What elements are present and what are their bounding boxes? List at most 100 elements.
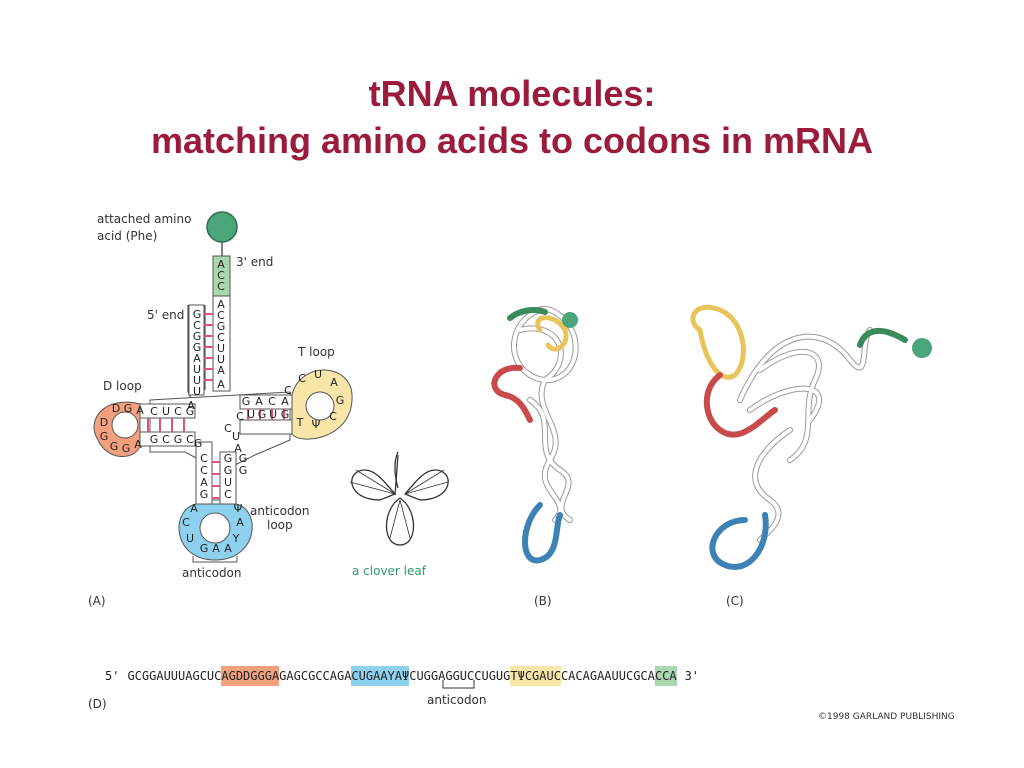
svg-text:G: G	[122, 442, 131, 455]
svg-text:G: G	[186, 405, 195, 418]
title-line-2: matching amino acids to codons in mRNA	[150, 120, 874, 161]
svg-text:A: A	[212, 542, 220, 555]
panel-b-label: (B)	[534, 594, 552, 608]
svg-text:C: C	[329, 410, 337, 423]
svg-text:A: A	[224, 542, 232, 555]
svg-text:C: C	[224, 488, 232, 501]
svg-text:G: G	[200, 542, 209, 555]
amino-acid-sphere	[206, 211, 238, 243]
svg-text:G: G	[242, 395, 251, 408]
five-prime-end-label: 5' end	[147, 308, 185, 322]
svg-text:C: C	[217, 269, 225, 282]
svg-text:A: A	[217, 258, 225, 271]
svg-text:U: U	[193, 363, 201, 376]
svg-text:G: G	[224, 464, 233, 477]
seq-segment-acceptor: CCA	[654, 666, 677, 686]
seq-segment: CACAGAAUUCGCA	[560, 669, 655, 683]
svg-text:C: C	[217, 309, 225, 322]
svg-text:D: D	[100, 416, 108, 429]
seq-segment: CUGGAGGUCCUGUG	[409, 669, 511, 683]
svg-text:G: G	[124, 402, 133, 415]
clover-leaf-label: a clover leaf	[352, 564, 426, 578]
svg-text:C: C	[284, 384, 292, 397]
svg-text:C: C	[217, 331, 225, 344]
svg-text:U: U	[232, 430, 240, 443]
anticodon-stem-pairs	[212, 461, 220, 499]
svg-text:U: U	[193, 385, 201, 398]
trna-3d-model-c	[690, 304, 908, 570]
seq-segment: GCGGAUUUAGCUC	[127, 669, 222, 683]
anticodon-label: anticodon	[182, 566, 242, 580]
clover-leaf-icon	[349, 451, 449, 546]
seq-segment-t-loop: TΨCGAUC	[510, 666, 561, 686]
svg-text:G: G	[100, 430, 109, 443]
svg-text:C: C	[298, 372, 306, 385]
copyright: ©1998 GARLAND PUBLISHING	[818, 712, 955, 722]
seq-5prime: 5'	[105, 669, 120, 683]
acceptor-stem-pairs	[204, 313, 213, 381]
svg-text:Y: Y	[232, 532, 240, 545]
svg-text:C: C	[236, 410, 244, 423]
seq-segment: GAGCGCCAGA	[279, 669, 352, 683]
seq-segment-anticodon-loop: CUGAAYAΨ	[351, 666, 410, 686]
svg-text:A: A	[217, 364, 225, 377]
c-acceptor	[857, 328, 908, 348]
svg-text:A: A	[136, 404, 144, 417]
b-acceptor	[507, 307, 548, 321]
svg-text:C: C	[200, 452, 208, 465]
svg-text:G: G	[217, 320, 226, 333]
svg-text:C: C	[174, 405, 182, 418]
svg-text:G: G	[193, 308, 202, 321]
svg-text:U: U	[247, 408, 255, 421]
svg-text:G: G	[281, 408, 290, 421]
seq-anticodon-label: anticodon	[427, 693, 487, 707]
svg-text:G: G	[224, 452, 233, 465]
svg-text:U: U	[224, 476, 232, 489]
trna-sequence: 5' GCGGAUUUAGCUC AGDDGGGA GAGCGCCAGA CUG…	[105, 666, 699, 686]
c-d-loop	[703, 372, 778, 438]
svg-text:A: A	[234, 442, 242, 455]
svg-text:C: C	[186, 433, 194, 446]
svg-text:C: C	[217, 280, 225, 293]
svg-text:D: D	[112, 402, 120, 415]
svg-text:U: U	[269, 408, 277, 421]
svg-text:C: C	[162, 433, 170, 446]
svg-text:U: U	[162, 405, 170, 418]
svg-text:C: C	[200, 464, 208, 477]
svg-text:G: G	[239, 452, 248, 465]
svg-text:G: G	[174, 433, 183, 446]
svg-text:G: G	[193, 341, 202, 354]
svg-text:G: G	[110, 440, 119, 453]
b-anticodon-loop	[522, 502, 563, 564]
d-loop-label: D loop	[103, 379, 142, 393]
three-prime-end-label: 3' end	[236, 255, 274, 269]
seq-3prime: 3'	[684, 669, 700, 683]
anticodon-loop-label-1: anticodon	[250, 504, 310, 518]
svg-text:U: U	[193, 374, 201, 387]
svg-text:A: A	[281, 395, 289, 408]
seq-segment-d-loop: AGDDGGGA	[221, 666, 280, 686]
svg-text:U: U	[217, 353, 225, 366]
svg-text:G: G	[194, 437, 203, 450]
title-line-1: tRNA molecules:	[368, 73, 656, 114]
svg-text:G: G	[200, 488, 209, 501]
panel-c-label: (C)	[726, 594, 744, 608]
svg-text:A: A	[217, 298, 225, 311]
svg-text:U: U	[186, 532, 194, 545]
svg-text:A: A	[134, 438, 142, 451]
svg-text:A: A	[330, 376, 338, 389]
b-amino-acid	[562, 312, 578, 328]
svg-text:A: A	[190, 502, 198, 515]
svg-text:G: G	[150, 433, 159, 446]
c-t-loop	[690, 304, 746, 380]
svg-text:C: C	[182, 516, 190, 529]
svg-text:Ψ: Ψ	[312, 418, 321, 431]
trna-3d-model-b	[491, 305, 579, 564]
seq-anticodon-bracket	[442, 680, 475, 689]
svg-text:C: C	[268, 395, 276, 408]
anticodon-loop-label-2: loop	[267, 518, 293, 532]
amino-acid-label-1: attached amino	[97, 212, 192, 226]
svg-text:C: C	[193, 319, 201, 332]
